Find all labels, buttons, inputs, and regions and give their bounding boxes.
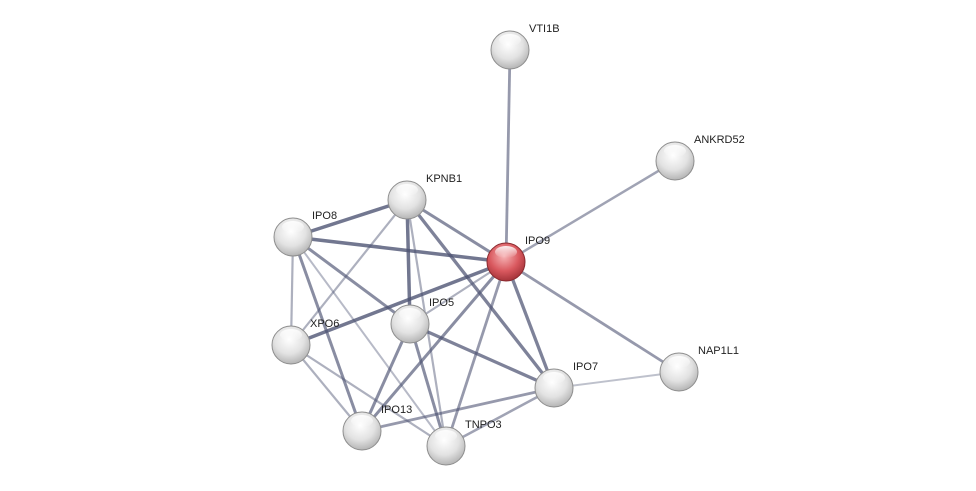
node-label: ANKRD52 [694,134,745,146]
node-label: XPO6 [310,318,339,330]
node-label: IPO5 [429,297,454,309]
node-highlight [664,145,686,157]
edge-ipo9-tnpo3[interactable] [444,261,508,447]
node-ipo13[interactable]: IPO13 [342,404,412,451]
edge-ipo5-ipo13[interactable] [360,323,412,432]
node-highlight [399,308,421,320]
node-highlight [499,34,521,46]
edge-kpnb1-xpo6[interactable] [290,199,408,346]
node-tnpo3[interactable]: TNPO3 [426,419,502,466]
edge-ipo7-nap1l1[interactable] [553,371,680,389]
node-label: IPO9 [525,235,550,247]
node-ipo9[interactable]: IPO9 [486,235,550,282]
edge-ipo8-ipo13[interactable] [291,236,364,432]
node-xpo6[interactable]: XPO6 [271,318,339,365]
node-label: NAP1L1 [698,345,739,357]
node-highlight [435,430,457,442]
node-label: VTI1B [529,23,560,35]
edge-ipo9-vti1b[interactable] [504,49,512,263]
node-label: IPO8 [312,210,337,222]
edge-ipo9-ankrd52[interactable] [505,159,676,264]
node-highlight [668,356,690,368]
node-ipo7[interactable]: IPO7 [534,361,598,408]
edge-ipo9-nap1l1[interactable] [505,260,680,374]
node-ankrd52[interactable]: ANKRD52 [655,134,745,181]
node-highlight [280,329,302,341]
node-nap1l1[interactable]: NAP1L1 [659,345,739,392]
node-highlight [351,415,373,427]
node-ipo8[interactable]: IPO8 [273,210,337,257]
node-label: IPO13 [381,404,412,416]
edge-xpo6-ipo9[interactable] [290,260,507,347]
node-highlight [543,372,565,384]
edge-ipo9-ipo7[interactable] [504,261,556,389]
node-label: IPO7 [573,361,598,373]
edge-ipo5-ipo7[interactable] [409,322,555,390]
node-vti1b[interactable]: VTI1B [490,23,560,70]
edge-xpo6-tnpo3[interactable] [290,344,447,447]
edge-ipo8-ipo5[interactable] [292,235,411,326]
edge-ipo8-ipo9[interactable] [292,235,507,264]
edge-kpnb1-ipo5[interactable] [405,199,412,325]
node-ipo5[interactable]: IPO5 [390,297,454,344]
edge-ipo9-ipo13[interactable] [360,261,508,432]
edge-ipo8-kpnb1[interactable] [292,198,408,239]
edge-ipo7-tnpo3[interactable] [445,386,555,448]
edge-ipo7-ipo13[interactable] [361,386,555,433]
node-kpnb1[interactable]: KPNB1 [387,173,462,220]
node-label: TNPO3 [465,419,502,431]
node-label: KPNB1 [426,173,462,185]
node-highlight [396,184,418,196]
node-highlight [495,246,517,258]
edge-ipo8-tnpo3[interactable] [292,236,447,447]
edge-ipo5-tnpo3[interactable] [408,323,448,447]
node-highlight [282,221,304,233]
